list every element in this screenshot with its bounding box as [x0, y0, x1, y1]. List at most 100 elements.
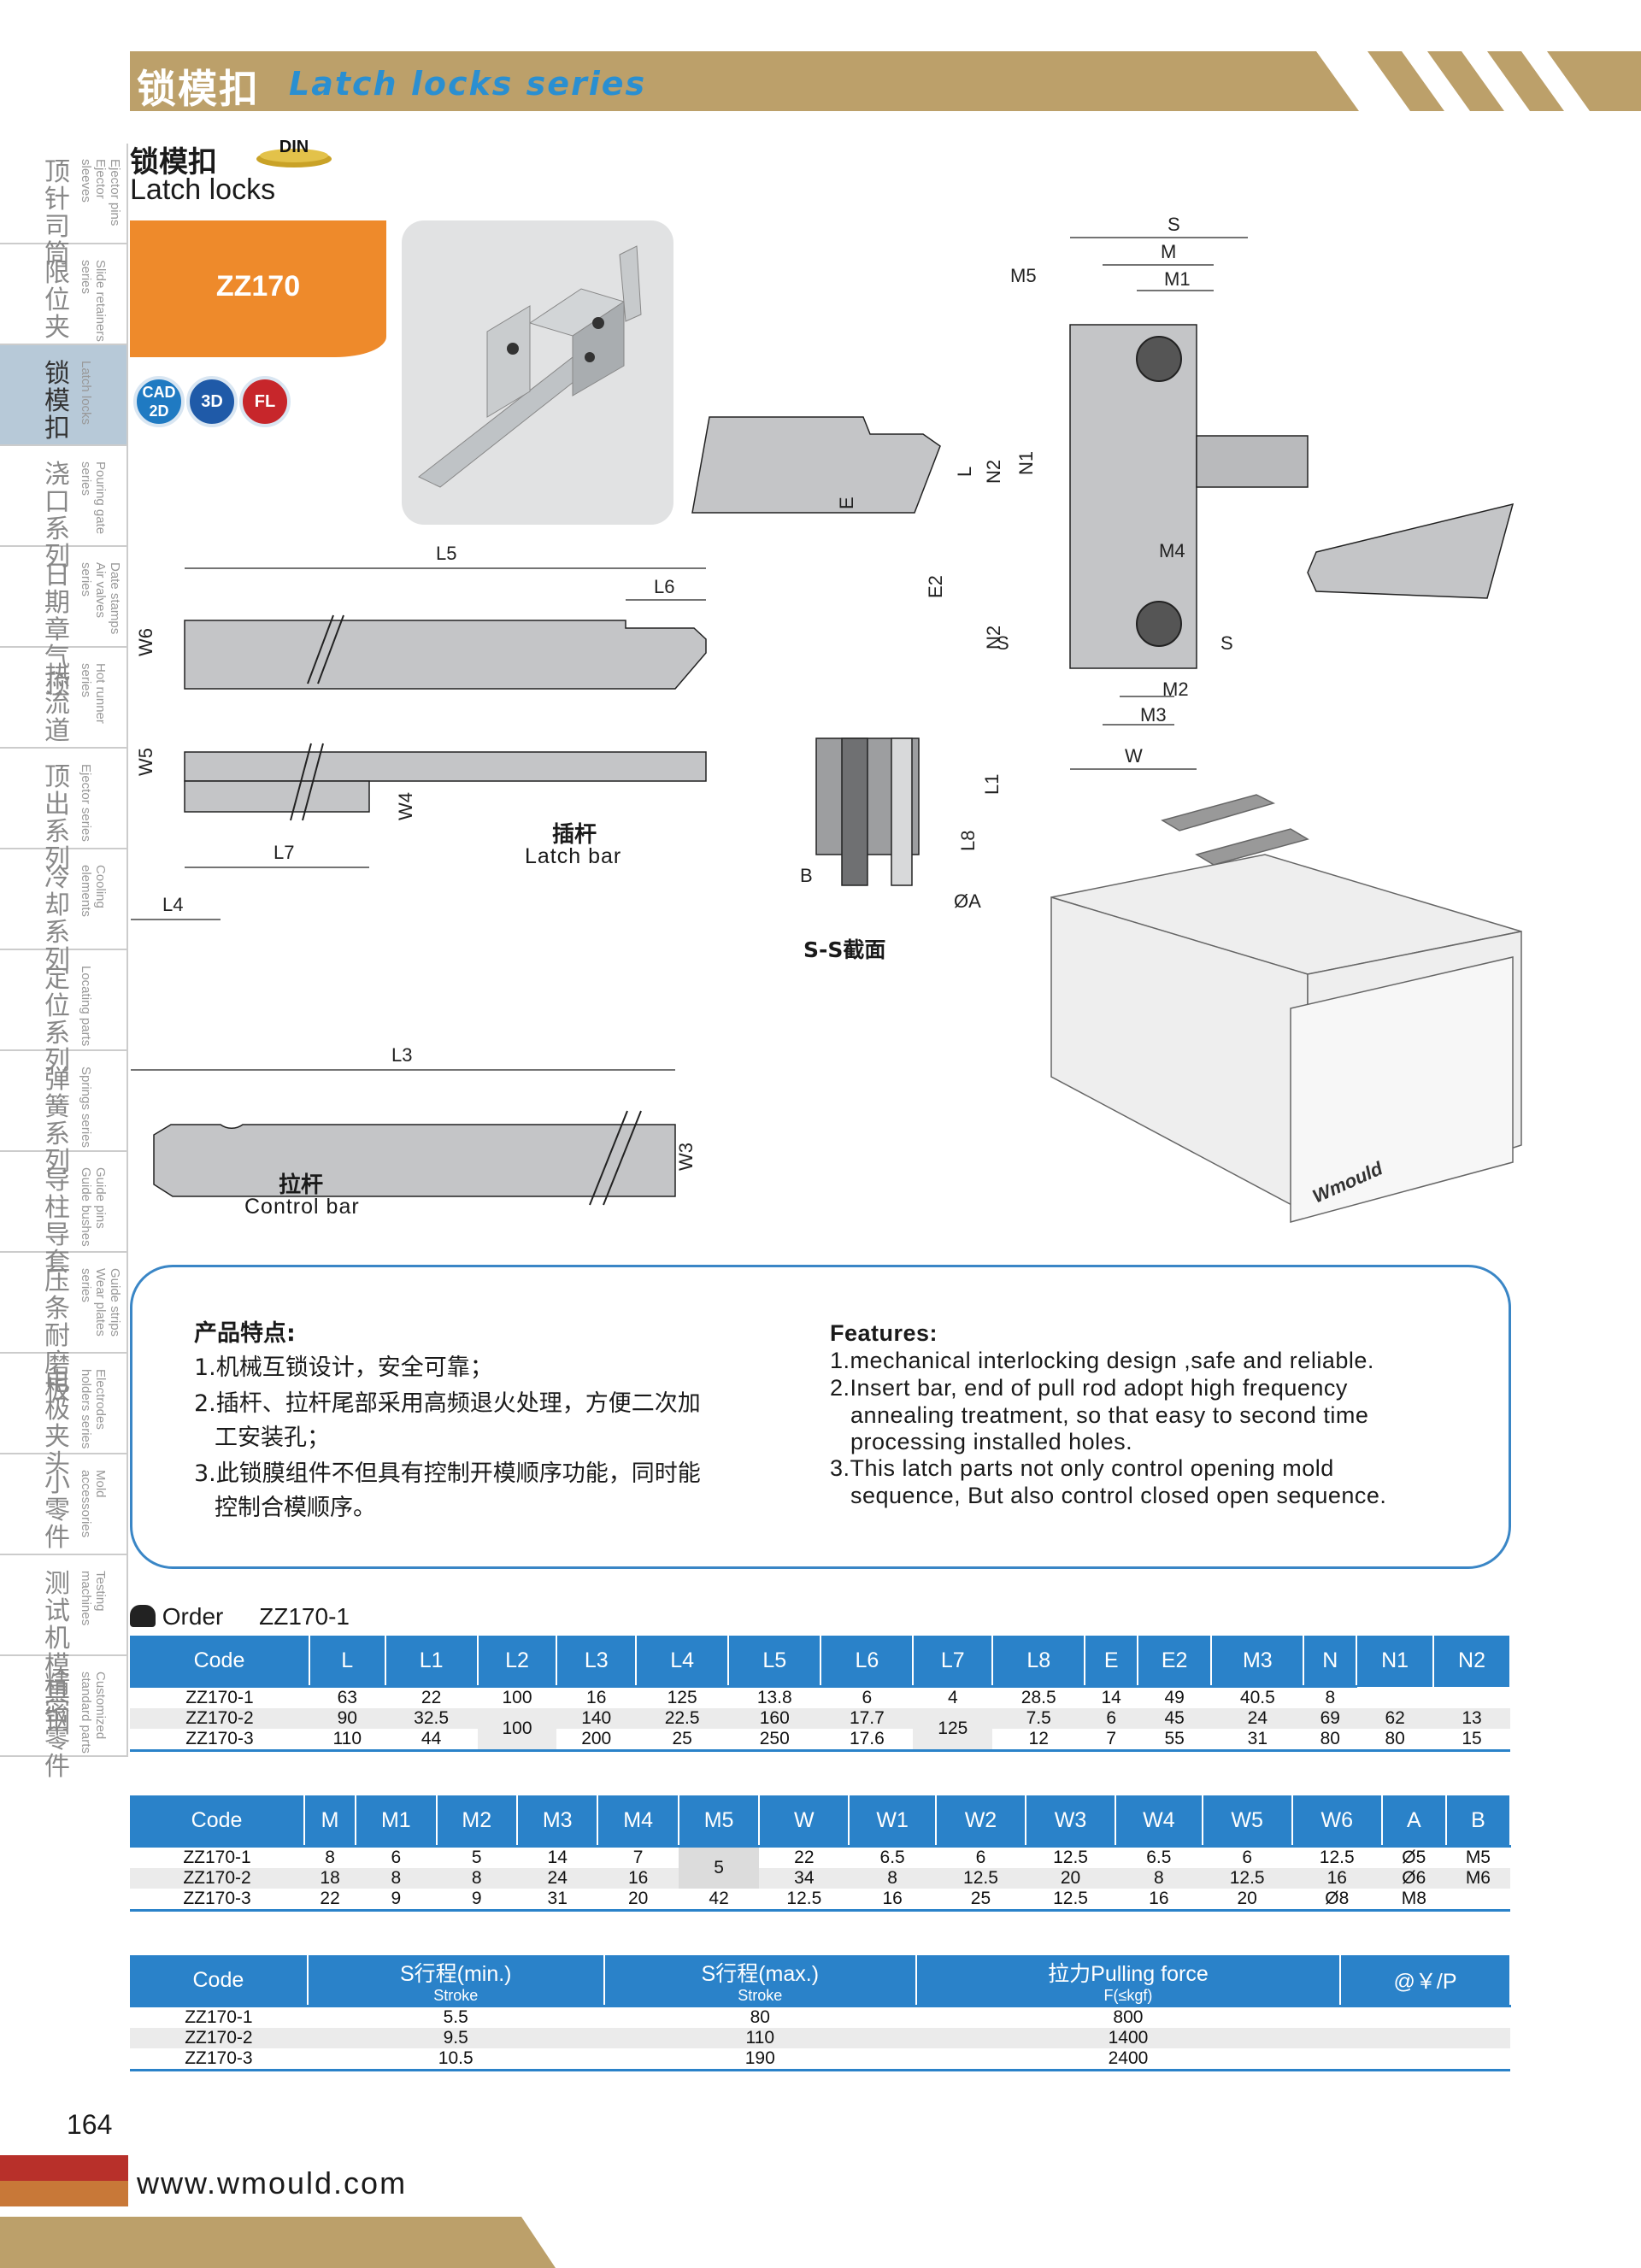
table-header-cell: W3: [1026, 1795, 1117, 1847]
svg-text:N2: N2: [983, 626, 1004, 649]
svg-text:E2: E2: [925, 575, 946, 598]
banner-title-en: Latch locks series: [289, 65, 647, 103]
table-cell: 6: [356, 1845, 437, 1868]
features-box: 产品特点: 1.机械互锁设计，安全可靠； 2.插杆、拉杆尾部采用高频退火处理，方…: [130, 1265, 1511, 1569]
table-cell: 6: [1085, 1708, 1138, 1729]
table-cell: 160: [728, 1708, 821, 1729]
fl-icon: FL: [239, 376, 291, 427]
table-cell: ZZ170-3: [183, 1889, 251, 1908]
sidebar-item-label-en: Springs series: [79, 1066, 93, 1149]
table-cell: 7: [597, 1845, 679, 1868]
table-header-cell: W4: [1115, 1795, 1203, 1847]
sidebar-item-label-en: Latch locks: [79, 361, 93, 426]
table-header-cell: Code: [130, 1955, 309, 2007]
latch-lock-illustration: [418, 245, 642, 488]
table-cell: 190: [744, 2048, 775, 2068]
table-header-cell: M1: [356, 1795, 438, 1847]
table-cell: 12.5: [1026, 1845, 1116, 1868]
table-header-main: S行程(max.): [701, 1962, 820, 1986]
table-cell: 6: [820, 1685, 914, 1708]
sidebar-item-label-cn: 浇口系列: [44, 460, 70, 572]
table-header-cell: L7: [913, 1636, 994, 1687]
technical-drawings: L5 L6 L7 L4 L3 L2 W6 W5 W4 W3 W2 W1 S M …: [131, 214, 1522, 1223]
table-cell: Ø8: [1325, 1889, 1350, 1908]
table-cell: 24: [516, 1868, 598, 1889]
table-header-cell: N2: [1433, 1636, 1511, 1687]
table-cell: 5.5: [307, 2005, 604, 2028]
page-number: 164: [67, 2109, 113, 2140]
sidebar-item[interactable]: 锁模扣 Latch locks: [0, 345, 128, 446]
footer-band: [0, 2217, 556, 2268]
table-cell: 125: [636, 1685, 729, 1708]
svg-text:L1: L1: [981, 774, 1003, 795]
product-photo: [402, 220, 673, 525]
table-cell: Ø5: [1381, 1845, 1446, 1868]
table-header-cell: W5: [1202, 1795, 1293, 1847]
banner-title-cn: 锁模扣: [137, 66, 260, 112]
sidebar-item-label-en: Slide retainers series: [79, 260, 108, 342]
table-header-main: 拉力Pulling force: [1048, 1962, 1209, 1986]
latch-bar-caption-en: Latch bar: [525, 844, 622, 868]
features-en-line: sequence, But also control closed open s…: [850, 1483, 1387, 1508]
table-cell: 8: [1303, 1685, 1357, 1708]
table-header-cell: B: [1445, 1795, 1512, 1847]
table-cell: 4: [913, 1685, 993, 1708]
table-cell: 20: [627, 1889, 649, 1908]
control-bar-top: [153, 1124, 676, 1197]
table-cell: 6: [1202, 1845, 1292, 1868]
table-header-cell: M5: [678, 1795, 761, 1847]
table-header-cell: Code: [130, 1636, 310, 1687]
table-cell: M8: [1401, 1889, 1426, 1908]
sidebar-item-label-cn: 顶针司筒: [44, 157, 70, 269]
sidebar-item-label-cn: 锁模扣: [44, 359, 70, 444]
table-header-cell: N: [1303, 1636, 1358, 1687]
sidebar-item-label-cn: 冷却系列: [44, 863, 70, 975]
table-cell: Ø6: [1381, 1868, 1446, 1889]
table-cell: 110: [603, 2028, 916, 2048]
table-header-cell: E: [1085, 1636, 1139, 1687]
table-cell: 17.7: [820, 1708, 914, 1729]
screw-icons: [1136, 336, 1182, 647]
table-header-sub: Stroke: [738, 1987, 783, 2004]
sidebar-item-label-en: Mold accessories: [79, 1470, 108, 1538]
svg-text:S: S: [1220, 632, 1233, 654]
svg-text:W5: W5: [135, 748, 156, 776]
sidebar-item-label-cn: 弹簧系列: [44, 1065, 70, 1177]
table-header-cell: M3: [516, 1795, 599, 1847]
svg-text:L6: L6: [654, 576, 674, 597]
website-url[interactable]: www.wmould.com: [137, 2165, 408, 2200]
banner-stripes: [1043, 51, 1641, 111]
assembly-control-bar: [1307, 502, 1515, 599]
table-cell: 100: [477, 1685, 557, 1708]
table-cell: ZZ170-2: [130, 1868, 305, 1889]
table-header-main: @￥/P: [1393, 1970, 1457, 1994]
features-cn-line: 工安装孔；: [215, 1425, 330, 1451]
sidebar-item[interactable]: 弹簧系列 Springs series: [0, 1051, 128, 1176]
svg-text:M1: M1: [1164, 268, 1191, 290]
sidebar-item-label-en: Testing machines: [79, 1571, 108, 1626]
table-cell: 12.5: [1291, 1845, 1382, 1868]
latch-bar-caption-cn: 插杆: [552, 822, 597, 848]
svg-text:L7: L7: [274, 842, 294, 863]
table-cell: 44: [421, 1729, 442, 1748]
latch-bar-step: [184, 780, 370, 813]
table-header-cell: W: [759, 1795, 850, 1847]
table-cell: 6.5: [1115, 1845, 1203, 1868]
